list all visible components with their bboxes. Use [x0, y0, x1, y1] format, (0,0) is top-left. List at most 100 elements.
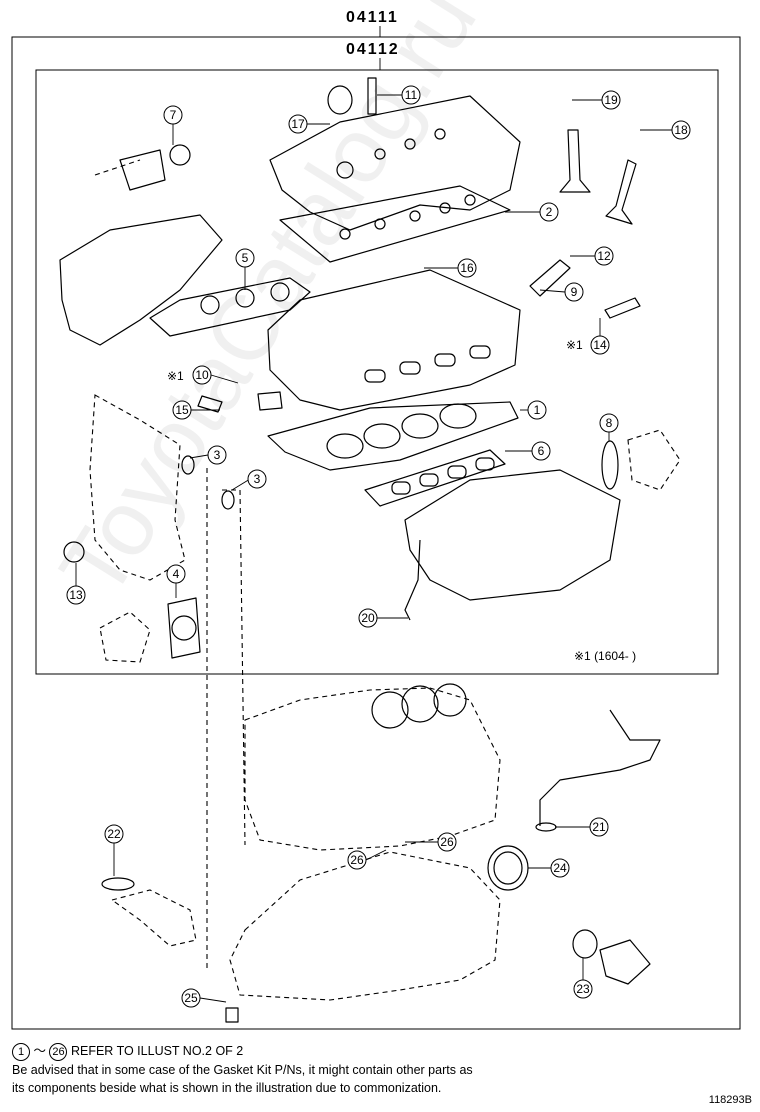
- outer-kit-frame: [11, 36, 741, 1030]
- cylinder-head-cover: [269, 95, 521, 231]
- callout-13: 13: [66, 563, 86, 605]
- drain-plug-25: [225, 1007, 239, 1023]
- footer-note-line-1: Be advised that in some case of the Gask…: [12, 1063, 473, 1077]
- head-cover-gasket: [279, 185, 511, 263]
- callout-4: 4: [166, 564, 186, 598]
- callout-18: 18: [640, 120, 691, 140]
- callout-1: 1: [520, 400, 547, 420]
- cylinder-head-gasket: [267, 401, 519, 471]
- sensor-14: [604, 297, 641, 319]
- bolt-11: [367, 77, 377, 115]
- svg-text:8: 8: [606, 416, 613, 430]
- water-pump: [99, 611, 151, 663]
- svg-text:15: 15: [175, 403, 189, 417]
- svg-text:10: 10: [195, 368, 209, 382]
- callout-2: 2: [505, 202, 559, 222]
- callout-14: ※1 14: [566, 318, 610, 355]
- svg-text:23: 23: [576, 982, 590, 996]
- svg-text:9: 9: [571, 285, 578, 299]
- gasket-21: [535, 822, 557, 832]
- svg-text:24: 24: [553, 861, 567, 875]
- svg-text:16: 16: [460, 261, 474, 275]
- svg-text:18: 18: [674, 123, 688, 137]
- svg-text:※1: ※1: [566, 338, 583, 352]
- svg-text:19: 19: [604, 93, 618, 107]
- callout-21: 21: [555, 817, 609, 837]
- footer-refer-line: 1 ～ 26 REFER TO ILLUST NO.2 OF 2: [12, 1040, 243, 1061]
- callout-22: 22: [104, 824, 124, 876]
- callout-6: 6: [505, 441, 551, 461]
- date-range-note: ※1 (1604- ): [574, 649, 636, 663]
- oil-strainer: [110, 889, 197, 947]
- intake-manifold-gasket: [364, 449, 506, 507]
- svg-text:25: 25: [184, 991, 198, 1005]
- callout-16: 16: [424, 258, 477, 278]
- range-end-number: 26: [49, 1042, 68, 1061]
- callout-10: ※1 10: [167, 365, 239, 385]
- callout-20: 20: [358, 608, 408, 628]
- water-inlet-housing: [119, 149, 166, 191]
- svg-text:26: 26: [440, 835, 454, 849]
- refer-text: REFER TO ILLUST NO.2 OF 2: [70, 1044, 244, 1058]
- footer-note-line-2: its components beside what is shown in t…: [12, 1081, 442, 1095]
- callout-9: 9: [539, 282, 584, 302]
- callout-15: 15: [172, 400, 220, 420]
- svg-text:26: 26: [350, 853, 364, 867]
- illustration-reference-number: 118293B: [708, 1094, 752, 1106]
- callout-17: 17: [288, 114, 330, 134]
- fuel-injector: [529, 259, 571, 297]
- range-separator: ～: [33, 1044, 46, 1058]
- callout-11: 11: [377, 85, 421, 105]
- svg-text:6: 6: [538, 444, 545, 458]
- o-ring-8: [601, 440, 619, 490]
- water-pump-gasket-4: [167, 597, 201, 659]
- svg-text:14: 14: [593, 338, 607, 352]
- svg-text:1: 1: [534, 403, 541, 417]
- thermostat-housing: [627, 429, 681, 491]
- oil-pan: [229, 851, 501, 1001]
- gasket-22: [101, 877, 135, 891]
- oil-filler-cap: [327, 85, 353, 115]
- timing-chain-cover: [89, 394, 186, 581]
- svg-text:5: 5: [242, 251, 249, 265]
- svg-text:21: 21: [592, 820, 606, 834]
- callout-19: 19: [572, 90, 621, 110]
- cylinder-head: [267, 269, 521, 411]
- valve-exhaust: [605, 159, 637, 225]
- oil-seal-23: [572, 929, 598, 959]
- svg-text:3: 3: [214, 448, 221, 462]
- seal-13: [63, 541, 85, 563]
- callout-23: 23: [573, 958, 593, 999]
- svg-text:17: 17: [291, 117, 305, 131]
- callout-3a: 3: [189, 445, 227, 465]
- bolt-15: [197, 395, 223, 413]
- water-bypass-pipe: [539, 709, 661, 826]
- svg-text:7: 7: [170, 108, 177, 122]
- svg-text:4: 4: [173, 567, 180, 581]
- svg-text:3: 3: [254, 472, 261, 486]
- water-inlet-23: [599, 939, 651, 985]
- svg-text:13: 13: [69, 588, 83, 602]
- dipstick-guide: [404, 539, 421, 621]
- intake-manifold: [404, 469, 621, 601]
- callout-26a: 26: [405, 832, 457, 852]
- water-outlet-seal: [169, 144, 191, 166]
- callout-8: 8: [599, 413, 619, 441]
- callout-5: 5: [235, 248, 255, 290]
- callout-12: 12: [570, 246, 614, 266]
- exhaust-manifold: [59, 214, 223, 346]
- oil-pressure-switch: [257, 391, 283, 411]
- inner-kit-frame: [35, 69, 719, 675]
- kit-code-inner: 04112: [346, 41, 400, 58]
- callout-7: 7: [163, 105, 183, 145]
- svg-text:※1: ※1: [167, 369, 184, 383]
- svg-text:22: 22: [107, 827, 121, 841]
- callout-24: 24: [528, 858, 570, 878]
- svg-text:11: 11: [405, 88, 418, 102]
- valve-intake: [559, 129, 591, 193]
- svg-text:20: 20: [361, 611, 375, 625]
- callout-3b: 3: [231, 469, 267, 491]
- cylinder-block: [244, 687, 501, 851]
- exhaust-manifold-gasket: [149, 277, 311, 337]
- range-start-number: 1: [12, 1042, 30, 1061]
